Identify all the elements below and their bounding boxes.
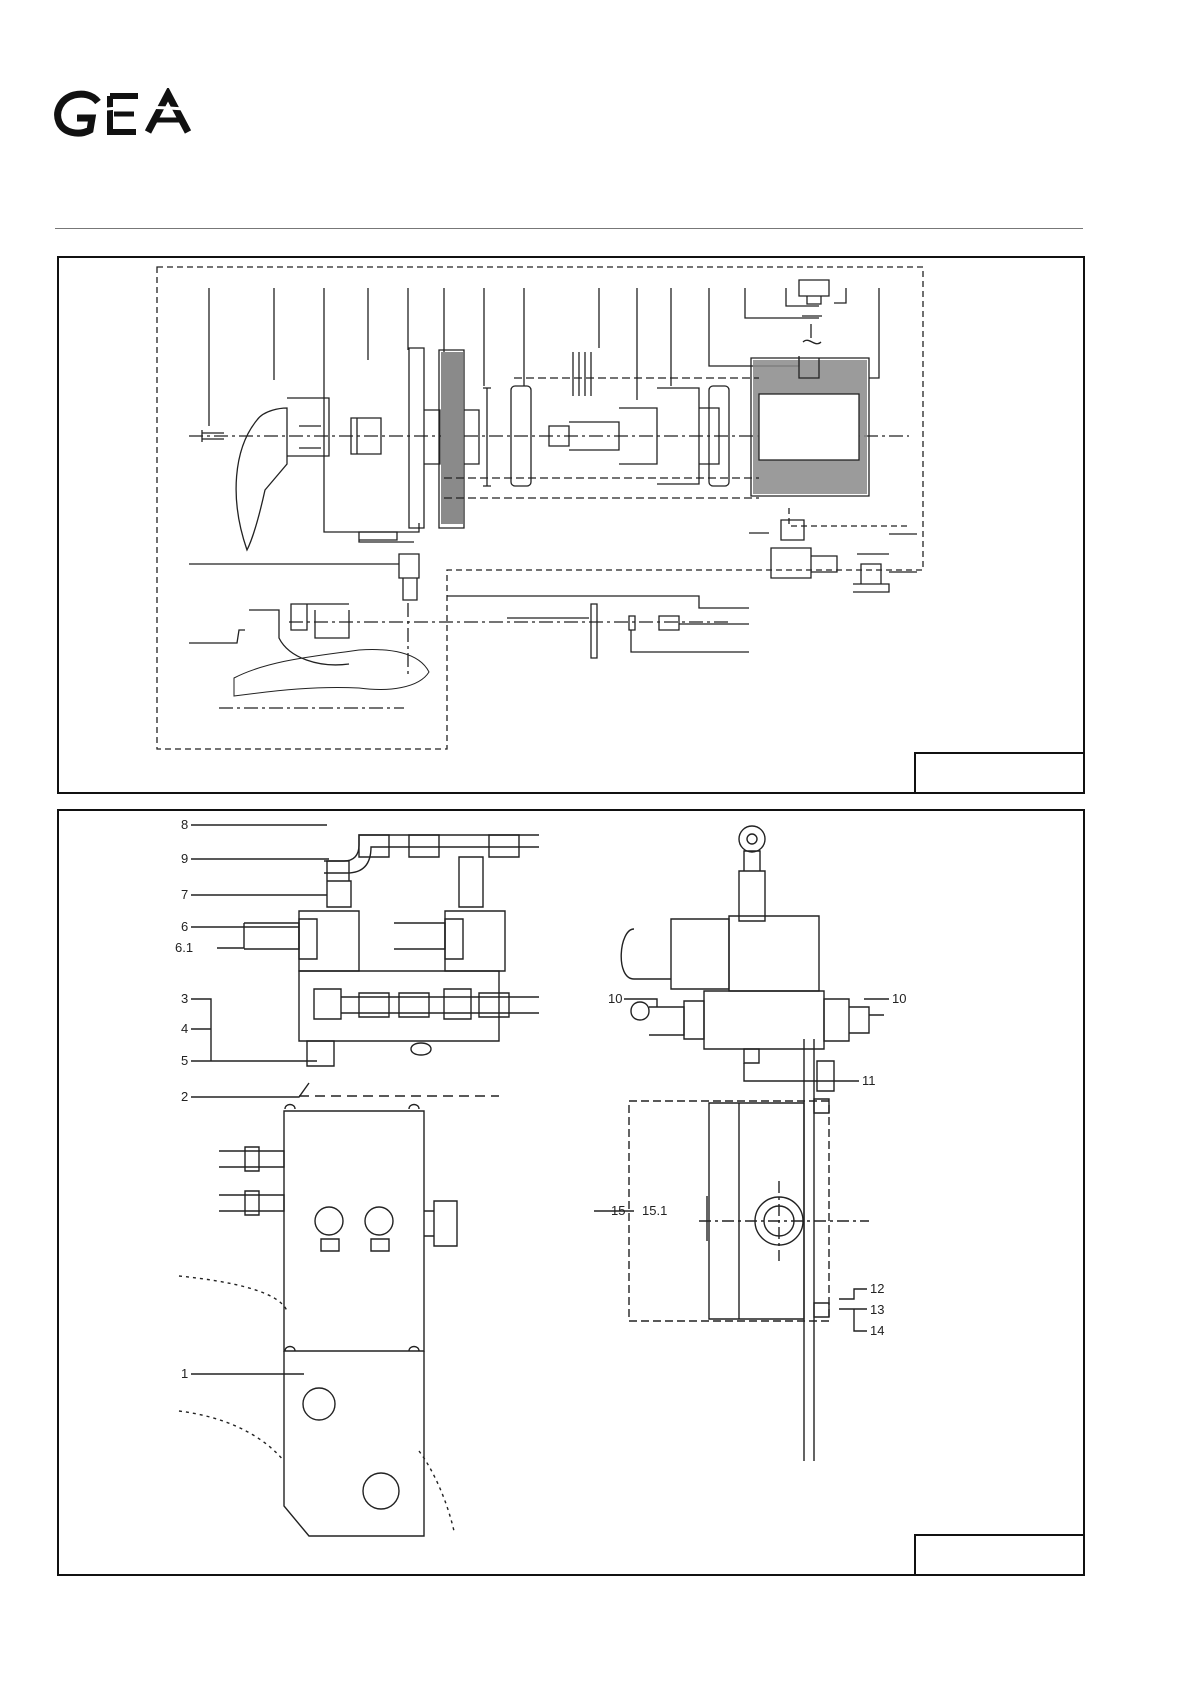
label-10-left: 10 [608, 991, 622, 1006]
assembly-boundary [157, 267, 923, 749]
label-4: 4 [181, 1021, 188, 1036]
label-12: 12 [870, 1281, 884, 1296]
figure-top-title-box [914, 752, 1085, 794]
pipe-top [324, 835, 539, 873]
assembly-view-panel: 8 9 7 6 6.1 3 4 5 2 1 10 10 11 15.1 15 1… [57, 809, 1085, 1576]
label-1: 1 [181, 1366, 188, 1381]
label-5: 5 [181, 1053, 188, 1068]
label-6-1: 6.1 [175, 940, 193, 955]
assembly-view-drawing: 8 9 7 6 6.1 3 4 5 2 1 10 10 11 15.1 15 1… [59, 811, 1083, 1574]
label-9: 9 [181, 851, 188, 866]
label-15-1: 15.1 [642, 1203, 667, 1218]
gea-logo [52, 88, 202, 138]
mounting-bracket [804, 1039, 814, 1461]
figure-bottom-title-box [914, 1534, 1085, 1576]
exploded-view-panel [57, 256, 1085, 794]
label-3: 3 [181, 991, 188, 1006]
label-10-right: 10 [892, 991, 906, 1006]
label-6: 6 [181, 919, 188, 934]
header-rule [55, 228, 1083, 229]
lever [236, 408, 287, 550]
label-8: 8 [181, 817, 188, 832]
label-2: 2 [181, 1089, 188, 1104]
control-box [284, 1111, 424, 1351]
label-15: 15 [611, 1203, 625, 1218]
label-7: 7 [181, 887, 188, 902]
gea-logo-mark [52, 88, 202, 138]
solenoid-coil [621, 919, 729, 989]
label-13: 13 [870, 1302, 884, 1317]
label-14: 14 [870, 1323, 884, 1338]
exploded-view-drawing [59, 258, 1083, 792]
label-11: 11 [862, 1073, 876, 1088]
